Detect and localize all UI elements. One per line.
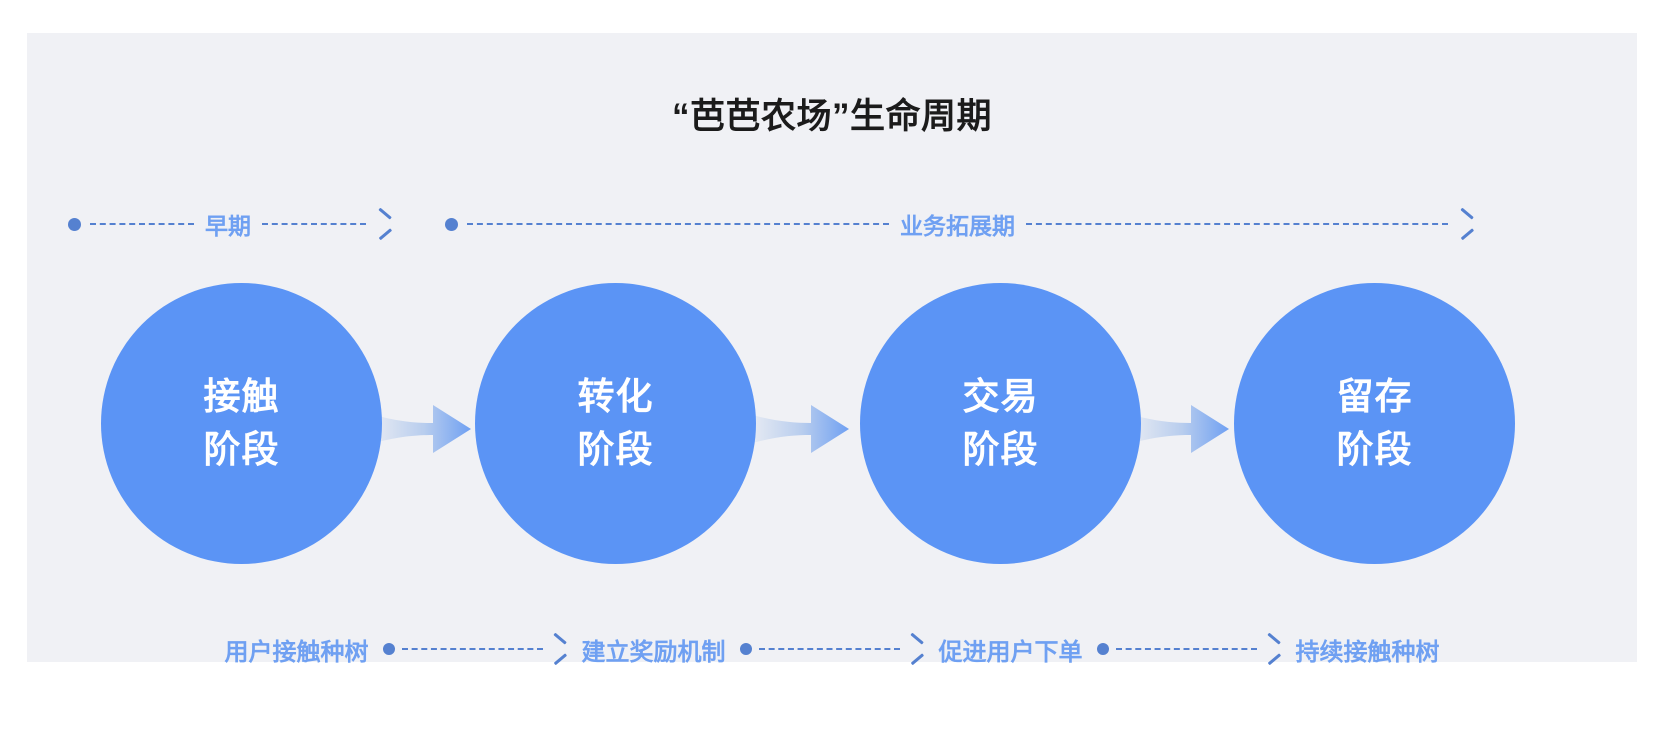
phase-timeline: 早期 业务拓展期 xyxy=(27,193,1637,255)
stage-sequence: 接触 阶段 转化 阶段 交易 阶段 留存 阶段 xyxy=(27,283,1637,573)
timeline-dot-icon xyxy=(68,217,81,231)
diagram-canvas: “芭芭农场”生命周期 早期 业务拓展期 xyxy=(27,33,1637,666)
timeline-dot-icon xyxy=(445,217,458,231)
action-flow: 用户接触种树 建立奖励机制 促进用户下单 持续接触种树 xyxy=(27,621,1637,677)
page-title: “芭芭农场”生命周期 xyxy=(671,97,992,136)
flow-dot-icon xyxy=(382,643,395,655)
action-label: 持续接触种树 xyxy=(1295,638,1440,666)
stage-label-line2: 阶段 xyxy=(962,428,1039,470)
action-label: 促进用户下单 xyxy=(938,638,1083,666)
flow-chevron-icon xyxy=(367,401,471,457)
stage-label-line2: 阶段 xyxy=(203,428,280,470)
stage-label-line2: 阶段 xyxy=(1336,428,1413,470)
dashed-line xyxy=(467,223,889,225)
action-label: 建立奖励机制 xyxy=(581,638,726,666)
flow-chevron-icon xyxy=(745,401,849,457)
action-connector xyxy=(369,639,582,659)
stage-circle-conversion[interactable]: 转化 阶段 xyxy=(475,283,756,564)
flow-dot-icon xyxy=(739,643,752,655)
arrow-right-icon xyxy=(1457,214,1475,234)
action-connector xyxy=(726,639,939,659)
dashed-line xyxy=(1026,223,1448,225)
stage-circle-retention[interactable]: 留存 阶段 xyxy=(1234,283,1515,564)
dashed-line xyxy=(401,648,543,650)
dashed-line xyxy=(1115,648,1257,650)
arrow-right-icon xyxy=(1264,639,1282,659)
action-connector xyxy=(1083,639,1296,659)
flow-chevron-icon xyxy=(1125,401,1229,457)
action-label: 用户接触种树 xyxy=(224,638,369,666)
dashed-line xyxy=(90,223,194,225)
phase-early: 早期 xyxy=(68,193,393,255)
stage-label-line1: 留存 xyxy=(1336,375,1413,417)
stage-circle-contact[interactable]: 接触 阶段 xyxy=(101,283,382,564)
stage-circle-transaction[interactable]: 交易 阶段 xyxy=(860,283,1141,564)
dashed-line xyxy=(262,223,366,225)
flow-dot-icon xyxy=(1096,643,1109,655)
phase-label: 业务拓展期 xyxy=(900,213,1015,239)
stage-label-line2: 阶段 xyxy=(577,428,654,470)
phase-label: 早期 xyxy=(205,213,251,239)
arrow-right-icon xyxy=(375,214,393,234)
stage-label-line1: 交易 xyxy=(962,375,1039,417)
stage-label-line1: 转化 xyxy=(577,375,654,417)
arrow-right-icon xyxy=(550,639,568,659)
stage-label-line1: 接触 xyxy=(203,375,280,417)
dashed-line xyxy=(758,648,900,650)
arrow-right-icon xyxy=(907,639,925,659)
phase-expansion: 业务拓展期 xyxy=(445,193,1475,255)
